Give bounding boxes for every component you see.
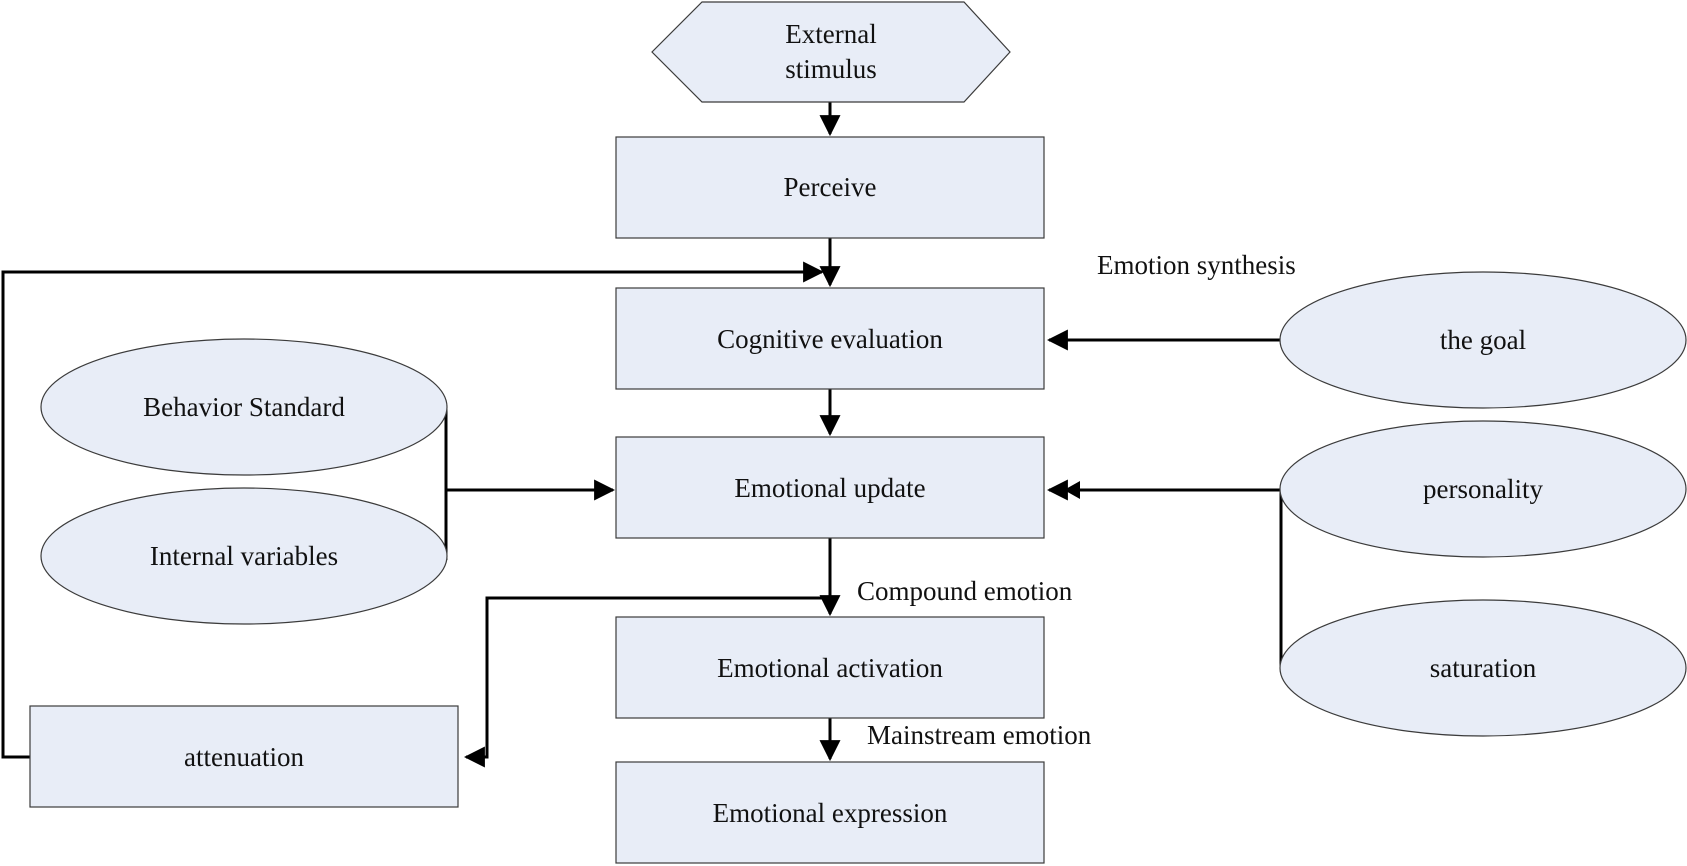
arrow-attenuation-feedback [1, 261, 825, 759]
saturation-label: saturation [1430, 653, 1537, 683]
node-behavior-standard: Behavior Standard [40, 338, 448, 476]
node-attenuation: attenuation [29, 705, 459, 808]
emotional-update-label: Emotional update [734, 473, 925, 503]
node-external-stimulus: External stimulus [651, 1, 1011, 103]
node-emotional-expression: Emotional expression [615, 761, 1045, 864]
attenuation-label: attenuation [184, 742, 304, 772]
node-personality: personality [1279, 420, 1687, 558]
internal-variables-label: Internal variables [150, 541, 338, 571]
node-cognitive-evaluation: Cognitive evaluation [615, 287, 1045, 390]
node-saturation: saturation [1279, 599, 1687, 737]
annotation-mainstream-emotion: Mainstream emotion [867, 720, 1092, 750]
perceive-label: Perceive [784, 172, 877, 202]
node-perceive: Perceive [615, 136, 1045, 239]
emotional-activation-label: Emotional activation [717, 653, 943, 683]
emotional-expression-label: Emotional expression [713, 798, 948, 828]
connectors [1, 101, 1283, 768]
the-goal-label: the goal [1440, 325, 1526, 355]
arrow-to-attenuation [463, 596, 830, 768]
node-emotional-activation: Emotional activation [615, 616, 1045, 719]
external-stimulus-line1: External [785, 19, 876, 49]
node-emotional-update: Emotional update [615, 436, 1045, 539]
personality-label: personality [1423, 474, 1543, 504]
double-arrowhead [1064, 481, 1080, 499]
node-the-goal: the goal [1279, 271, 1687, 409]
node-internal-variables: Internal variables [40, 487, 448, 625]
cognitive-evaluation-label: Cognitive evaluation [717, 324, 943, 354]
behavior-standard-label: Behavior Standard [143, 392, 345, 422]
annotation-emotion-synthesis: Emotion synthesis [1097, 250, 1296, 280]
annotation-compound-emotion: Compound emotion [857, 576, 1073, 606]
external-stimulus-line2: stimulus [785, 54, 877, 84]
